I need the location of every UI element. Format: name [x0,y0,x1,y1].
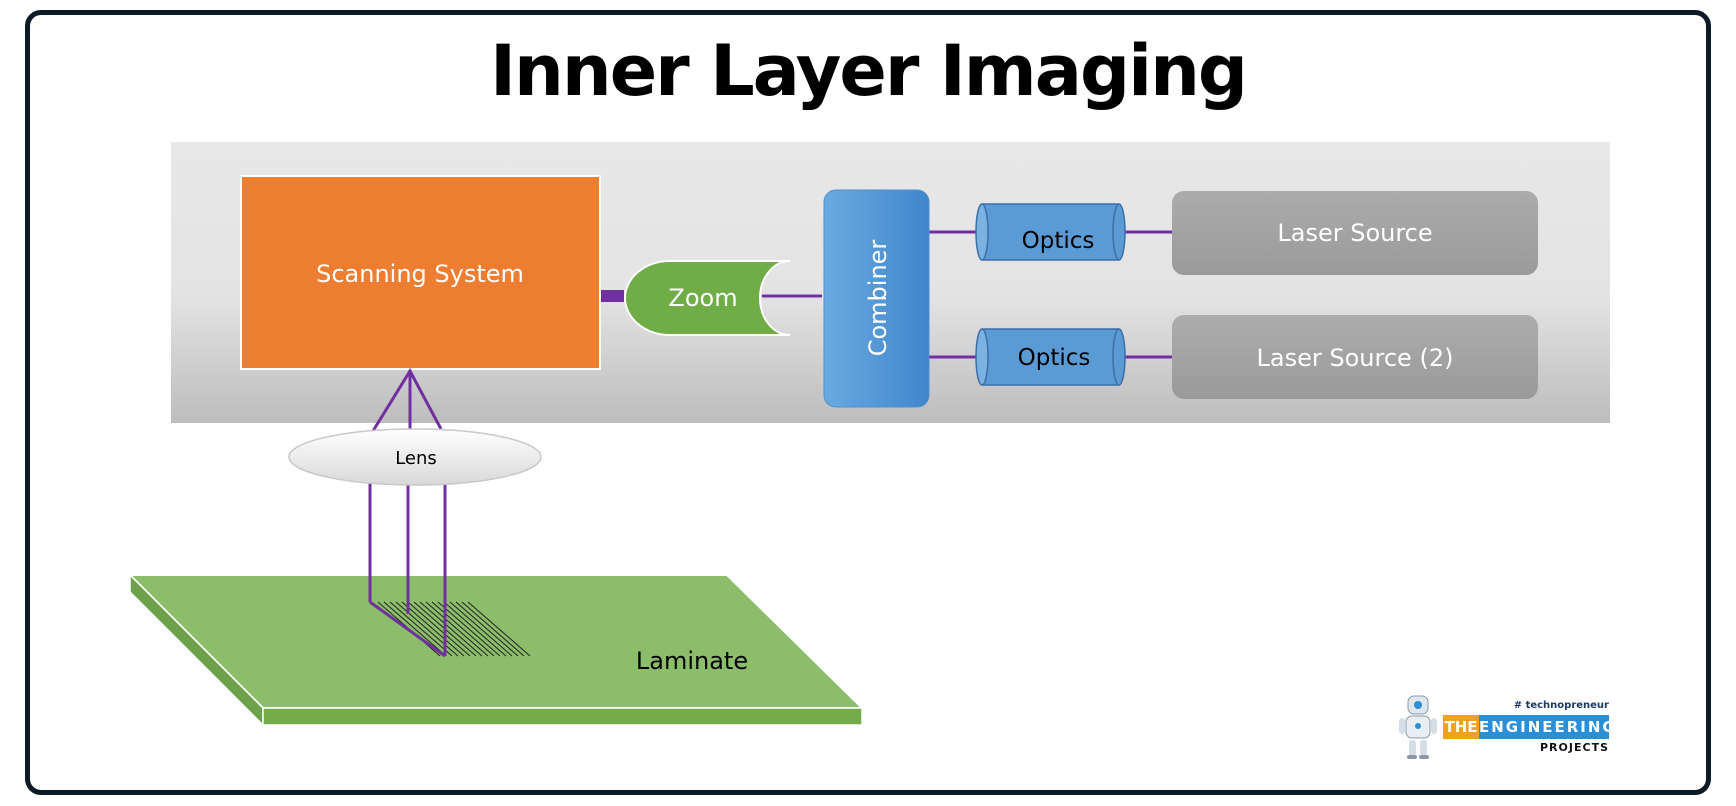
laminate-board [127,573,865,727]
scanning-system-label: Scanning System [316,260,524,288]
laminate-label: Laminate [636,647,748,675]
logo-word-projects: PROJECTS [1540,741,1609,754]
zoom-block [624,260,791,336]
zoom-label: Zoom [668,284,737,312]
engineering-projects-logo: # technopreneur THE ENGINEERING PROJECTS [1395,692,1615,762]
optics-1-label: Optics [1022,228,1095,254]
lens-label: Lens [395,448,437,469]
logo-word-the: THE [1443,715,1479,739]
laser-source-1-label: Laser Source [1277,219,1432,247]
scan-pattern [377,601,531,657]
laser-beam [368,367,447,658]
laser-source-2-label: Laser Source (2) [1257,344,1454,372]
combiner-label: Combiner [864,240,892,357]
laser-source-2-block [1172,315,1538,399]
logo-banner: THE ENGINEERING [1443,715,1617,739]
optics-2-label: Optics [1018,345,1091,371]
optics-2-block [975,328,1126,386]
logo-tagline: # technopreneur [1513,700,1609,711]
zoom-connector [600,290,624,302]
laser-source-1-block [1172,191,1538,275]
robot-icon [1399,695,1437,759]
optics-1-block [975,203,1126,261]
diagram-title: Inner Layer Imaging [489,30,1248,112]
logo-word-engineering: ENGINEERING [1479,718,1617,736]
scanning-system-block [240,175,601,370]
lens-shape [288,428,542,486]
combiner-block [823,189,930,408]
